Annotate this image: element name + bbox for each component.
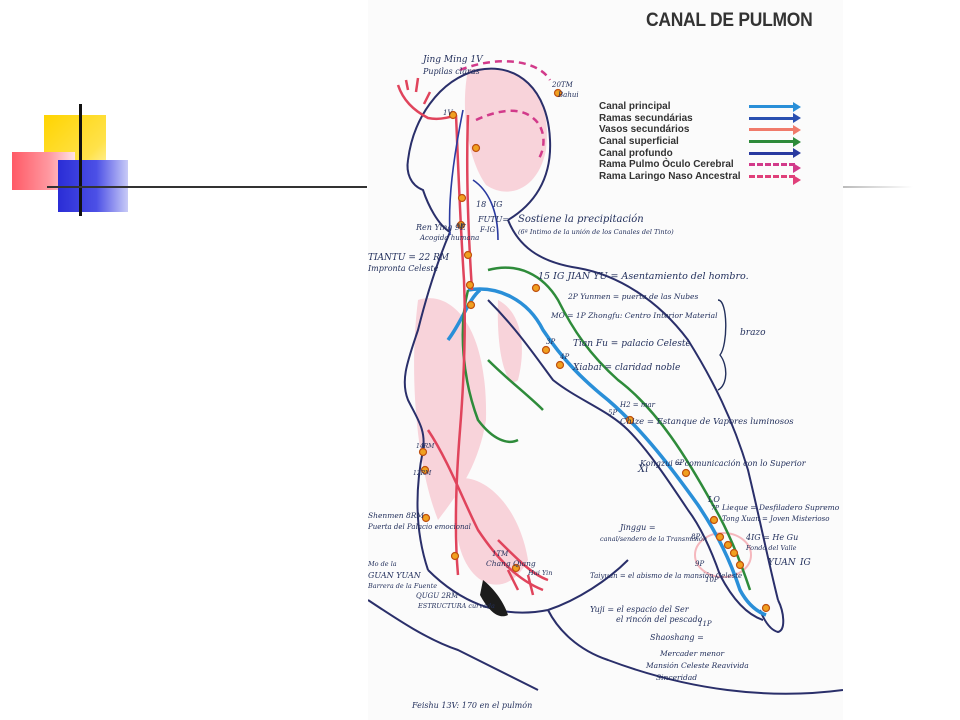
legend-arrow-icon bbox=[749, 148, 801, 159]
label-jing-ming: Jing Ming 1V bbox=[421, 55, 484, 65]
legend-arrow-icon bbox=[749, 174, 801, 185]
meridian-illustration: Jing Ming 1V Pupilas claras 1V 20TM Bahu… bbox=[368, 0, 843, 720]
label-tong-xuan: Tong Xuan = Joven Misterioso bbox=[722, 515, 829, 523]
secondary-vessels bbox=[396, 77, 549, 596]
label-shenmen-sub: Puerta del Palacio emocional bbox=[368, 523, 471, 531]
shaded-areas bbox=[414, 67, 752, 585]
legend-arrow-icon bbox=[749, 162, 801, 173]
label-7p: 7P bbox=[711, 505, 720, 512]
label-chang-qiang: Chang Qiang bbox=[486, 559, 536, 568]
label-futu-code: F-IG bbox=[479, 226, 496, 234]
label-chize: Chize = Estanque de Vapores luminosos bbox=[620, 417, 794, 427]
decorative-horizontal-line bbox=[47, 186, 367, 188]
legend-item-label: Canal profundo bbox=[599, 146, 673, 159]
label-tiantu-sub: Impronta Celeste bbox=[368, 264, 439, 273]
label-guan-yuan: GUAN YUAN bbox=[368, 571, 422, 580]
legend-item-label: Rama Pulmo Òculo Cerebral bbox=[599, 158, 734, 171]
label-shaoshang-sub2: Mansión Celeste Reavivida bbox=[645, 661, 749, 670]
label-guan-yuan-sub: Barrera de la Fuente bbox=[368, 582, 437, 590]
label-shaoshang-sub: Mercader menor bbox=[659, 649, 724, 658]
legend-item-label: Ramas secundárias bbox=[599, 111, 693, 124]
label-tianfu: Tian Fu = palacio Celeste bbox=[573, 339, 691, 349]
lung-channel-drawing: Jing Ming 1V Pupilas claras 1V 20TM Bahu… bbox=[368, 55, 843, 710]
label-shenmen: Shenmen 8RM bbox=[368, 511, 424, 520]
superficial-channel bbox=[461, 266, 752, 591]
label-qugu: QUGU 2RM bbox=[416, 592, 459, 600]
label-bahui-code: 20TM bbox=[551, 81, 574, 89]
document-title: CANAL DE PULMON bbox=[646, 10, 813, 31]
label-taiyuan: Taiyuan = el abismo de la mansión Celest… bbox=[590, 572, 742, 580]
label-sostiene: Sostiene la precipitación bbox=[518, 214, 644, 225]
label-lo: LO bbox=[707, 495, 720, 504]
label-mo-de-la: Mo de la bbox=[368, 560, 397, 568]
label-shaoshang-sub3: Sinceridad bbox=[656, 673, 697, 682]
pulmo-oculo-cerebral-branch bbox=[459, 60, 552, 161]
legend-arrow-icon bbox=[749, 124, 801, 135]
label-futu: FUTU= bbox=[477, 215, 509, 224]
label-sostiene-sub: (6ª Intimo de la unión de los Canales de… bbox=[518, 228, 674, 236]
label-yuan: YUAN bbox=[768, 558, 797, 568]
label-feishu: Feishu 13V: 170 en el pulmón bbox=[411, 701, 532, 710]
legend-item-label: Canal principal bbox=[599, 100, 671, 112]
label-qugu-sub: ESTRUCTURA curvada bbox=[417, 602, 495, 610]
label-yuji: Yuji = el espacio del Ser bbox=[590, 605, 690, 614]
label-xi: Xi bbox=[637, 464, 648, 475]
label-1tm: 1TM bbox=[492, 550, 509, 558]
label-yuan-code: IG bbox=[799, 558, 811, 568]
label-14rm: 14RM bbox=[416, 443, 435, 450]
label-zhongfu: MO = 1P Zhongfu: Centro Interior Materia… bbox=[550, 311, 718, 320]
label-he-gu: 4IG = He Gu bbox=[745, 533, 798, 542]
body-outline bbox=[368, 67, 843, 695]
label-ren-ying-sub: Acogida humana bbox=[419, 234, 479, 242]
label-ig18-b: IG bbox=[492, 200, 503, 209]
arm-points-bracket bbox=[717, 299, 727, 391]
label-jinggu-sub: canal/sendero de la Transmisión bbox=[600, 535, 707, 543]
label-kongzui: Kongzui = comunicación con lo Superior bbox=[639, 459, 807, 468]
label-3p: 3P bbox=[546, 338, 555, 346]
label-3e: 3E bbox=[456, 223, 465, 230]
label-xiabai: Xiabai = claridad noble bbox=[572, 363, 680, 373]
label-shaoshang: Shaoshang = bbox=[650, 633, 704, 642]
label-jinggu: Jinggu = bbox=[618, 523, 656, 532]
legend-item-label: Canal superficial bbox=[599, 135, 679, 148]
label-11p: 11P bbox=[698, 620, 712, 628]
legend-arrow-icon bbox=[749, 113, 801, 124]
label-lieque: Lieque = Desfiladero Supremo bbox=[721, 503, 840, 512]
legend-arrow-icon bbox=[749, 136, 801, 147]
label-jian-yu: 15 IG JIAN YU = Asentamiento del hombro. bbox=[538, 271, 749, 282]
label-1v: 1V bbox=[443, 109, 453, 117]
label-bahui: Bahui bbox=[557, 91, 579, 99]
label-yuji-sub: el rincón del pescado bbox=[616, 615, 703, 624]
label-jing-ming-sub: Pupilas claras bbox=[422, 67, 480, 76]
label-5p: 5P bbox=[608, 409, 617, 417]
label-chize-top: H2 = mar bbox=[619, 401, 656, 409]
label-8p: 8P bbox=[691, 533, 700, 541]
acupoints bbox=[418, 88, 771, 613]
perineum-marker bbox=[480, 580, 508, 617]
label-brazo: brazo bbox=[740, 328, 766, 338]
label-10p: 10P bbox=[705, 576, 719, 584]
label-tiantu: TIANTU = 22 RM bbox=[368, 253, 450, 263]
label-4p: 4P bbox=[559, 353, 569, 361]
label-12rm: 12RM bbox=[413, 470, 432, 477]
label-ig18: 18 bbox=[476, 200, 486, 209]
legend-arrow-icon bbox=[749, 101, 801, 112]
profound-channel bbox=[448, 109, 499, 241]
label-hui-yin: Hui Yin bbox=[527, 569, 552, 577]
legend-item-label: Vasos secundários bbox=[599, 123, 690, 136]
label-6p: 6P bbox=[675, 459, 684, 467]
label-he-gu-sub: Fondo del Valle bbox=[745, 544, 797, 552]
label-9p: 9P bbox=[695, 560, 704, 568]
decorative-horizontal-line-right bbox=[843, 186, 913, 188]
label-yunmen: 2P Yunmen = puerta de las Nubes bbox=[567, 292, 698, 301]
legend-item-label: Rama Laringo Naso Ancestral bbox=[599, 170, 741, 183]
label-ren-ying: Ren Ying 9E bbox=[415, 223, 466, 232]
decorative-vertical-line bbox=[79, 104, 82, 216]
